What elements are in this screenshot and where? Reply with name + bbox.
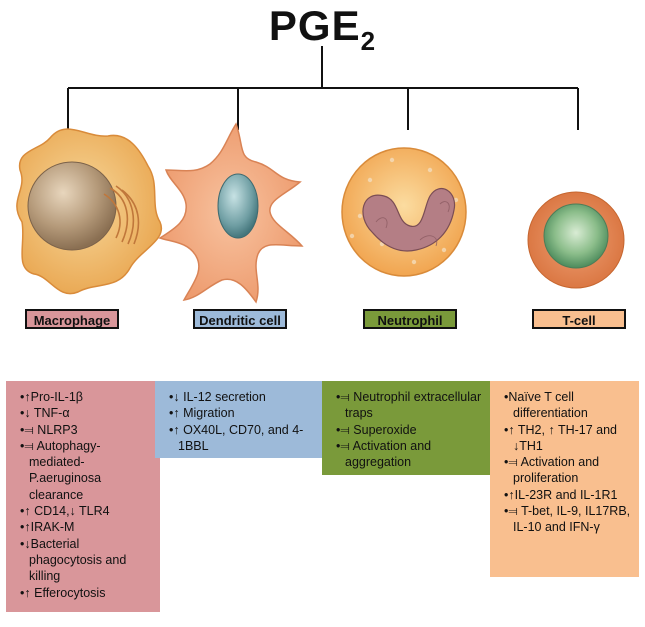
effect-item: ⫤ NLRP3	[20, 422, 152, 438]
effect-item: ↓ IL-12 secretion	[169, 389, 315, 405]
dendritic-cell-effects: ↓ IL-12 secretion ↑ Migration ↑ OX40L, C…	[155, 381, 323, 458]
label-macrophage: Macrophage	[25, 309, 119, 329]
effect-item: ↑Pro-IL-1β	[20, 389, 152, 405]
label-neutrophil: Neutrophil	[363, 309, 457, 329]
effect-item: ↑ OX40L, CD70, and 4-1BBL	[169, 422, 315, 455]
effect-item: ↓Bacterial phagocytosis and killing	[20, 536, 152, 585]
effect-item: ⫤ Activation and aggregation	[336, 438, 482, 471]
effect-item: ⫤ Autophagy-mediated-P.aeruginosa cleara…	[20, 438, 152, 503]
macrophage-illustration	[16, 128, 163, 295]
effect-item: ↑IRAK-M	[20, 519, 152, 535]
t-cell-illustration	[527, 191, 625, 289]
effect-item: ↑IL-23R and IL-1R1	[504, 487, 631, 503]
effect-item: Naïve T cell differentiation	[504, 389, 631, 422]
title-subscript: 2	[360, 26, 377, 56]
effect-item: ⫤ Neutrophil extracellular traps	[336, 389, 482, 422]
dendritic-cell-illustration	[158, 122, 304, 304]
effect-item: ⫤ Superoxide	[336, 422, 482, 438]
label-dendritic-cell: Dendritic cell	[193, 309, 287, 329]
effect-item: ↑ CD14,↓ TLR4	[20, 503, 152, 519]
effect-item: ⫤ T-bet, IL-9, IL17RB, IL-10 and IFN-γ	[504, 503, 631, 536]
diagram-title: PGE2	[0, 2, 645, 57]
neutrophil-illustration	[341, 147, 467, 277]
effect-item: ↓ TNF-α	[20, 405, 152, 421]
macrophage-effects: ↑Pro-IL-1β ↓ TNF-α ⫤ NLRP3 ⫤ Autophagy-m…	[6, 381, 160, 612]
effect-item: ↑ Efferocytosis	[20, 585, 152, 601]
neutrophil-effects: ⫤ Neutrophil extracellular traps ⫤ Super…	[322, 381, 490, 475]
label-t-cell: T-cell	[532, 309, 626, 329]
effect-item: ⫤ Activation and proliferation	[504, 454, 631, 487]
t-cell-effects: Naïve T cell differentiation ↑ TH2, ↑ TH…	[490, 381, 639, 577]
effect-item: ↑ TH2, ↑ TH-17 and ↓TH1	[504, 422, 631, 455]
title-main: PGE	[268, 2, 361, 49]
connector-tree	[67, 46, 579, 130]
effect-item: ↑ Migration	[169, 405, 315, 421]
